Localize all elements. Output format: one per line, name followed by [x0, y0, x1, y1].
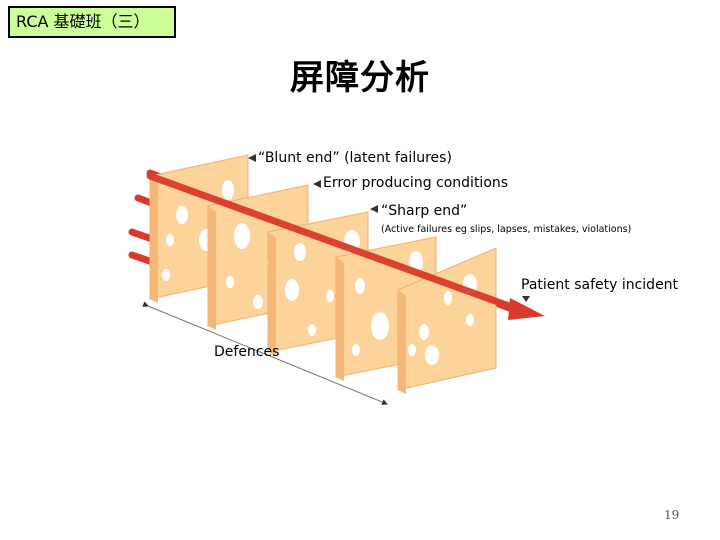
blunt-end-label: “Blunt end” (latent failures) — [258, 150, 452, 166]
page-number: 19 — [664, 508, 679, 522]
defences-label: Defences — [214, 344, 279, 360]
error-conditions-label: Error producing conditions — [323, 175, 508, 191]
active-failures-label: (Active failures eg slips, lapses, mista… — [381, 224, 631, 235]
sharp-end-label: “Sharp end” — [381, 203, 467, 219]
incident-label: Patient safety incident — [521, 277, 678, 293]
